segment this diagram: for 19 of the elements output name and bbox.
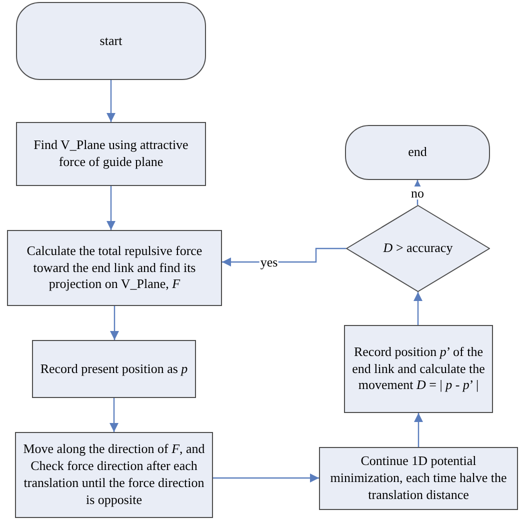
process-box: Move along the direction of F, and Check force direction after each translation until the force direction is opposite (15, 432, 213, 518)
arrow (213, 474, 319, 482)
arrow (106, 80, 116, 122)
process-box: Record position p’ of the end link and calculate the movement D = | p - p’ | (344, 325, 493, 413)
process-box: Record present position as p (32, 340, 196, 398)
arrow (110, 306, 119, 340)
arrow (110, 398, 118, 432)
process-box: Calculate the total repulsive force toward the end link and find its projection on V_Plane, F (7, 230, 222, 306)
terminal-box: start (16, 2, 206, 80)
terminal-box: end (345, 125, 490, 180)
arrow (414, 292, 422, 325)
process-box: Continue 1D potential minimization, each time halve the translation distance (319, 447, 518, 510)
process-box: Find V_Plane using attractive force of guide plane (16, 122, 206, 186)
arrow (106, 186, 116, 230)
arrow (222, 248, 346, 266)
decision-text: D > accuracy (382, 240, 454, 257)
edge-label: no (410, 186, 425, 199)
arrow (413, 180, 422, 205)
arrow (414, 413, 423, 447)
